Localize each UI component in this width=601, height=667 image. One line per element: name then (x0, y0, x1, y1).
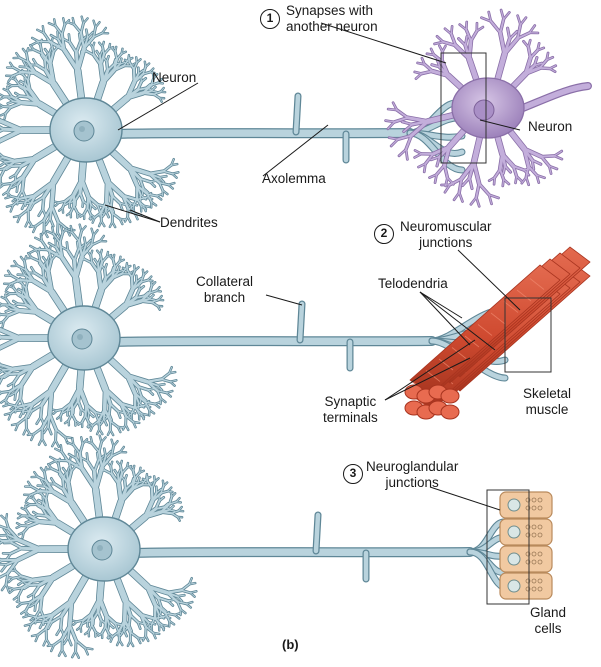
collateral-1 (296, 96, 298, 132)
leader-line-6 (266, 295, 302, 305)
step-number-1: 1 (260, 9, 280, 29)
panel3-title: Neuroglandular junctions (366, 459, 458, 491)
neuron-1 (0, 17, 462, 239)
label-neuron-right: Neuron (528, 119, 572, 135)
fiber-end-7 (441, 405, 459, 419)
fiber-end-3 (441, 389, 459, 403)
label-skeletal-muscle: Skeletal muscle (523, 386, 571, 418)
target-neuron (386, 10, 588, 206)
collateral-3 (316, 515, 318, 551)
figure-caption: (b) (282, 637, 299, 652)
axon-1 (116, 133, 410, 134)
label-axolemma: Axolemma (262, 171, 326, 187)
axon-2 (114, 341, 432, 342)
step-number-2: 2 (374, 224, 394, 244)
label-telodendria: Telodendria (378, 276, 448, 292)
label-neuron-left: Neuron (152, 70, 196, 86)
panel1-title: Synapses with another neuron (286, 3, 378, 35)
leader-line-10 (458, 250, 520, 310)
step-number-3: 3 (343, 464, 363, 484)
gland-cells (487, 490, 552, 604)
label-collateral-branch: Collateral branch (196, 274, 253, 306)
label-synaptic-terminals: Synaptic terminals (323, 394, 378, 426)
label-gland-cells: Gland cells (530, 605, 566, 637)
axon-3 (134, 552, 470, 553)
panel2-title: Neuromuscular junctions (400, 219, 492, 251)
label-dendrites: Dendrites (160, 215, 218, 231)
collateral-2 (300, 304, 302, 340)
